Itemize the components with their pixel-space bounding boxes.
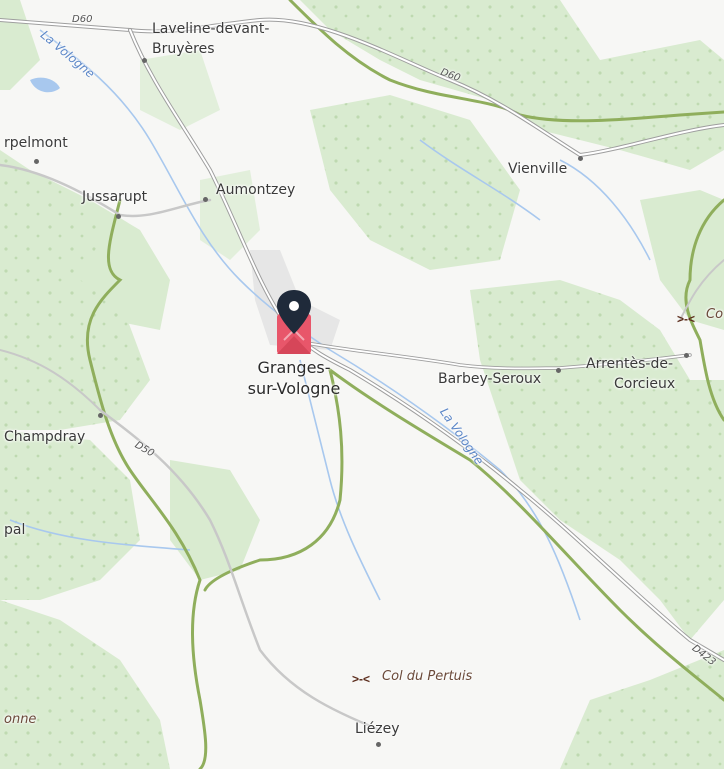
arrentes-dot xyxy=(684,353,689,358)
place-label-barbey-seroux: Barbey-Seroux xyxy=(438,371,542,387)
map-pin-icon xyxy=(277,290,311,354)
place-label-aumontzey: Aumontzey xyxy=(216,182,296,198)
lake xyxy=(30,77,60,93)
place-label-pal: pal xyxy=(4,522,26,538)
vienville-dot xyxy=(578,156,583,161)
place-label-jussarupt: Jussarupt xyxy=(82,189,148,205)
roads xyxy=(0,17,724,732)
jussarupt-dot xyxy=(116,214,121,219)
boundaries xyxy=(85,0,724,769)
champdray-dot xyxy=(98,413,103,418)
place-label-onne: onne xyxy=(4,712,37,727)
pass-label-col-right: Co xyxy=(706,307,724,322)
place-label-arpelmont: rpelmont xyxy=(4,135,68,151)
place-label-champdray: Champdray xyxy=(4,429,86,445)
mountain-pass-icon: >-< xyxy=(677,312,696,326)
place-label-laveline: Laveline-devant- xyxy=(152,21,270,37)
place-label-granges-line2: sur-Vologne xyxy=(247,379,341,398)
laveline-dot xyxy=(142,58,147,63)
road-label-d60-west: D60 xyxy=(72,14,93,25)
place-label-liezey: Liézey xyxy=(355,721,400,737)
place-label-vienville: Vienville xyxy=(508,161,568,177)
arpelmont-dot xyxy=(34,159,39,164)
mountain-pass-icon: >-< xyxy=(352,672,371,686)
place-label-arrentes-line2: Corcieux xyxy=(614,376,676,392)
pass-label-col-du-pertuis: Col du Pertuis xyxy=(382,669,473,684)
place-label-granges: Granges- xyxy=(257,358,331,377)
aumontzey-dot xyxy=(203,197,208,202)
place-label-laveline-line2: Bruyères xyxy=(152,41,215,57)
barbey-dot xyxy=(556,368,561,373)
place-label-arrentes: Arrentès-de- xyxy=(586,356,674,372)
liezey-dot xyxy=(376,742,381,747)
